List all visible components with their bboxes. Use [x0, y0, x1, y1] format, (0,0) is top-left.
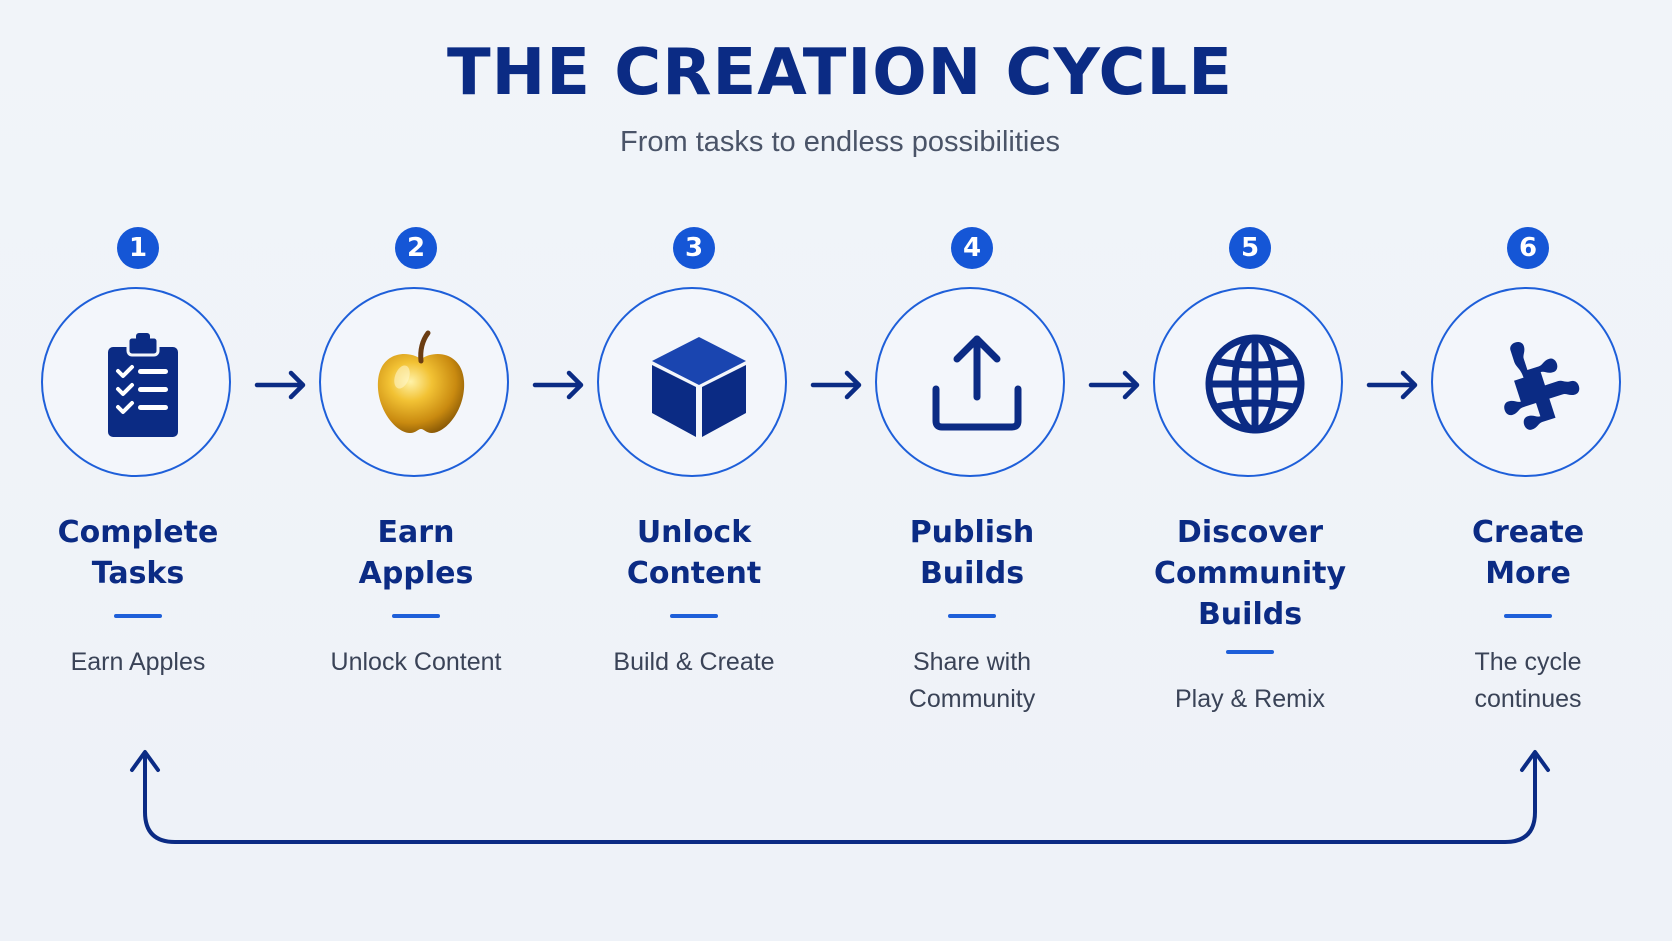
step-number-badge: 1 [117, 227, 159, 269]
step-divider [114, 614, 162, 618]
cube-icon [644, 329, 754, 439]
step-description: The cycle continues [1474, 648, 1582, 713]
globe-icon [1200, 329, 1310, 439]
step-icon-circle [875, 287, 1065, 477]
step-number-badge: 6 [1507, 227, 1549, 269]
step-description: Play & Remix [1174, 685, 1326, 713]
step-title: Publish Builds [909, 515, 1035, 591]
golden-apple-icon [366, 329, 476, 439]
step-divider [1226, 650, 1274, 654]
step-number-badge: 5 [1229, 227, 1271, 269]
step-title: Discover Community Builds [1153, 515, 1347, 632]
step-description: Earn Apples [70, 648, 206, 676]
step-icon-circle [41, 287, 231, 477]
step-number-badge: 2 [395, 227, 437, 269]
clipboard-checklist-icon [88, 329, 198, 439]
step-3: 3 Unlock Content Build & Create [564, 0, 824, 941]
step-divider [948, 614, 996, 618]
arrow-right-icon [1366, 370, 1418, 400]
step-icon-circle [597, 287, 787, 477]
page-subtitle: From tasks to endless possibilities [620, 126, 1060, 158]
step-description: Share with Community [908, 648, 1036, 713]
arrow-right-icon [532, 370, 584, 400]
step-title: Unlock Content [626, 515, 762, 591]
step-title: Complete Tasks [57, 515, 219, 591]
step-description: Unlock Content [330, 648, 502, 676]
step-5: 5 Discover Community Builds Play & Remix [1120, 0, 1380, 941]
arrow-right-icon [810, 370, 862, 400]
step-6: 6 Create More The cycle continues [1398, 0, 1658, 941]
puzzle-piece-icon [1478, 329, 1588, 439]
arrow-right-icon [254, 370, 306, 400]
step-number-badge: 3 [673, 227, 715, 269]
step-1: 1 Complete Tasks Earn Apples [8, 0, 268, 941]
step-description: Build & Create [613, 648, 775, 676]
arrow-right-icon [1088, 370, 1140, 400]
step-divider [1504, 614, 1552, 618]
step-4: 4 Publish Builds Share with Community [842, 0, 1102, 941]
step-title: Earn Apples [358, 515, 474, 591]
step-divider [670, 614, 718, 618]
step-number-badge: 4 [951, 227, 993, 269]
step-title: Create More [1471, 515, 1585, 591]
upload-icon [922, 329, 1032, 439]
step-divider [392, 614, 440, 618]
page-title: THE CREATION CYCLE [447, 36, 1233, 110]
step-2: 2 Earn Apples Unlock Content [286, 0, 546, 941]
